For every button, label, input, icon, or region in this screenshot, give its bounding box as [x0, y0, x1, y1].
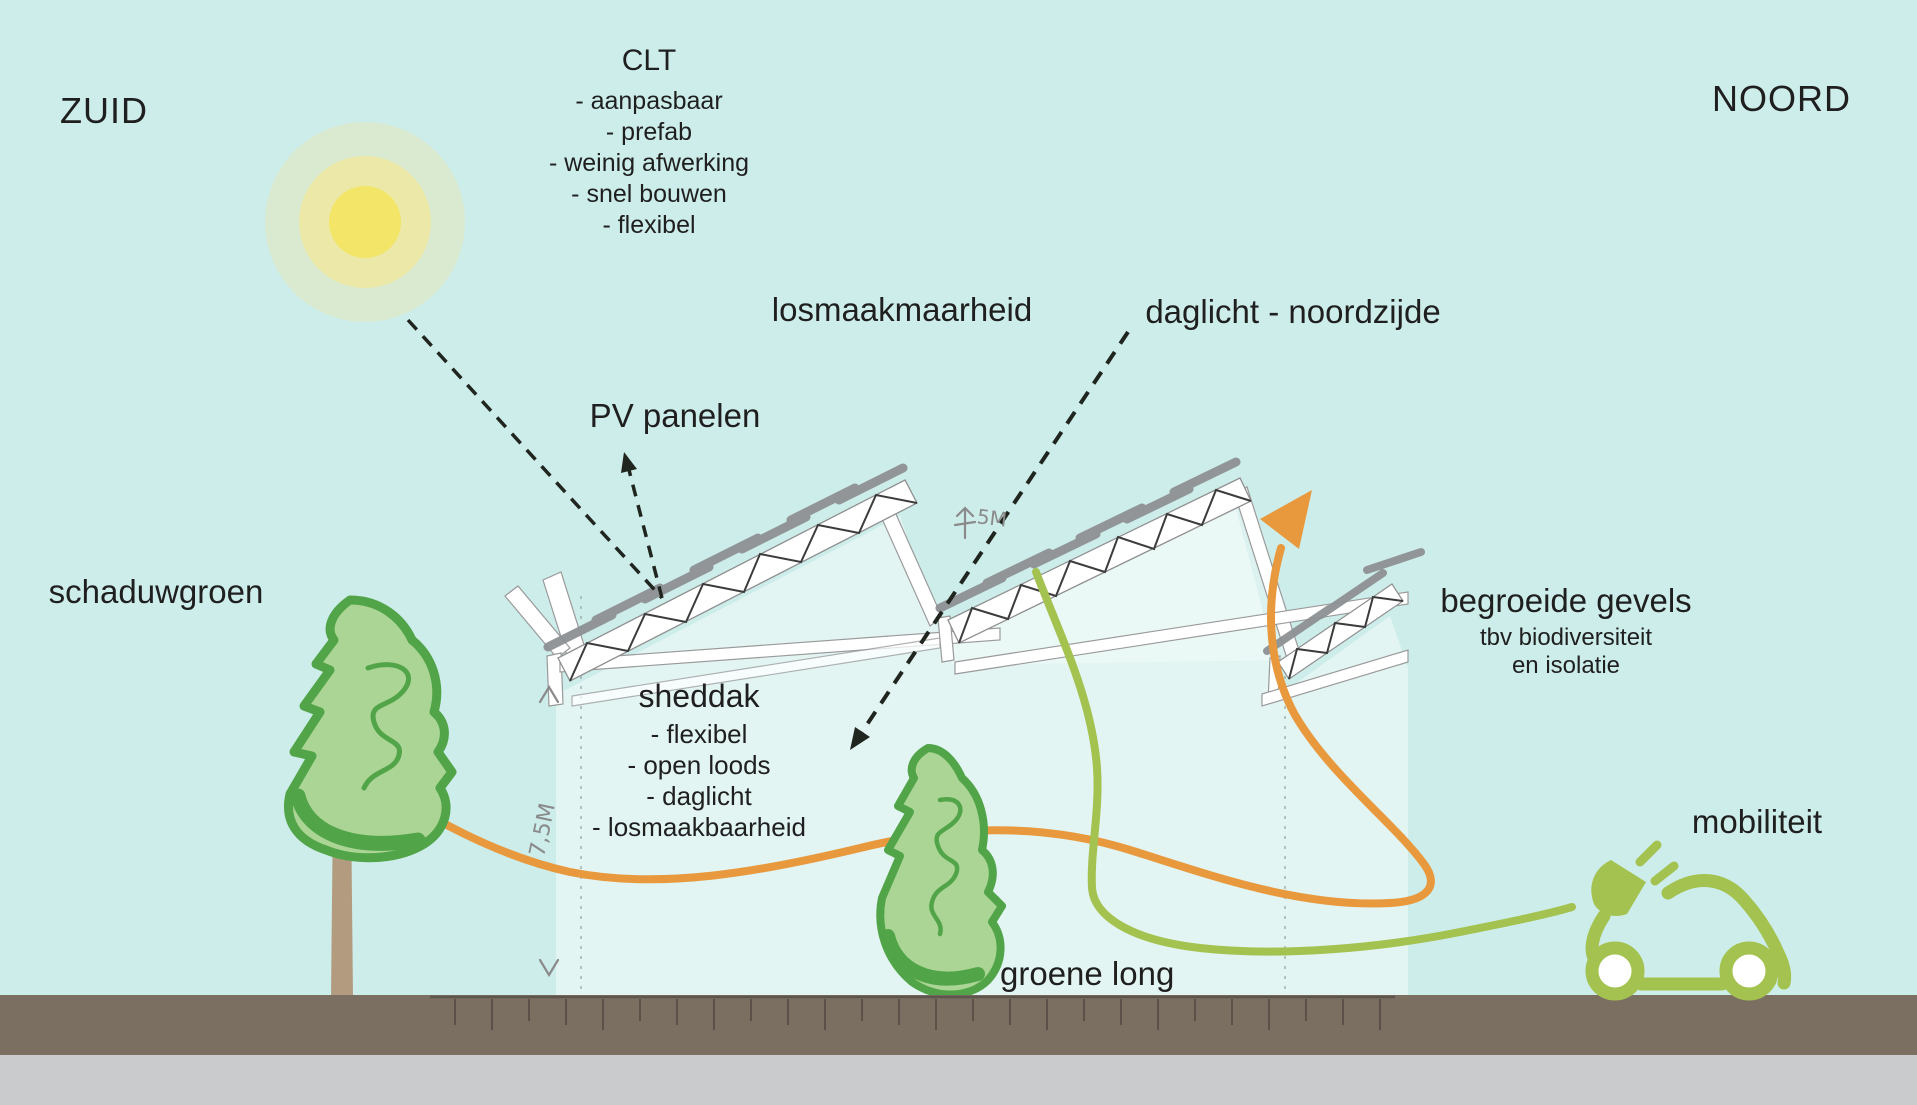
shed-roof-3 [1263, 548, 1425, 680]
list-item: - open loods [627, 750, 771, 780]
sun-ray-dashed-line [406, 318, 664, 600]
list-item: - flexibel [650, 719, 748, 749]
tree-canopy [284, 595, 457, 863]
height-figure-mark [953, 506, 977, 540]
dimension-marks [538, 506, 977, 978]
dimension-chevron-top [538, 684, 560, 704]
annotation-arrows [406, 318, 1130, 750]
shed-roof-1 [543, 463, 918, 682]
sheddak-title: sheddak [638, 678, 760, 714]
handwritten-roof-height: 5M [975, 504, 1009, 532]
list-item: - daglicht [646, 781, 752, 811]
label-groene-long: groene long [1000, 955, 1175, 992]
ground-hatching [454, 999, 1381, 1030]
electric-car-icon [1585, 840, 1792, 1001]
car-wheel [1719, 941, 1779, 1001]
daylight-arrow [850, 330, 1130, 750]
shade-tree [284, 595, 457, 997]
label-daglicht-noordzijde: daglicht - noordzijde [1145, 293, 1441, 330]
clt-block: CLT - aanpasbaar - prefab - weinig afwerki… [549, 44, 749, 241]
sheddak-block: sheddak - flexibel- open loods- daglicht… [592, 678, 806, 843]
list-item: - losmaakbaarheid [592, 812, 806, 842]
power-plug-icon [1591, 840, 1679, 916]
bush-canopy [876, 744, 1006, 999]
pv-panels-roof-3 [1263, 548, 1425, 655]
label-schaduwgroen: schaduwgroen [48, 573, 264, 610]
car-wheel [1585, 941, 1645, 1001]
clt-items: - aanpasbaar - prefab - weinig afwerking - … [549, 86, 749, 241]
compass-label-north: NOORD [1712, 78, 1851, 119]
pv-panels-roof-2 [935, 457, 1241, 613]
dimension-chevron-bottom [538, 958, 560, 978]
list-item: - weinig afwerking [548, 149, 750, 177]
list-item: en isolatie [1511, 652, 1621, 679]
energy-flow-arrow [328, 490, 1435, 908]
green-lung-bush [876, 744, 1006, 999]
list-item: - flexibel [602, 211, 696, 239]
list-item: - snel bouwen [571, 180, 727, 208]
ground [0, 995, 1917, 1105]
label-mobiliteit: mobiliteit [1691, 803, 1823, 840]
shed-roof-2 [935, 457, 1252, 644]
label-losmaakmaarheid: losmaakmaarheid [771, 291, 1033, 328]
begroeide-gevels-title: begroeide gevels [1440, 582, 1692, 619]
sheddak-items: - flexibel- open loods- daglicht- losmaa… [592, 719, 806, 843]
green-flow-line [1032, 568, 1576, 956]
clt-title: CLT [621, 44, 677, 77]
sun-icon [265, 122, 465, 322]
compass-label-south: ZUID [60, 90, 148, 131]
list-item: tbv biodiversiteit [1479, 624, 1653, 651]
sketch-guides [580, 596, 1286, 992]
pv-panels-roof-1 [543, 463, 908, 652]
list-item: - prefab [605, 118, 693, 146]
list-item: - aanpasbaar [575, 87, 723, 115]
label-pv-panelen: PV panelen [589, 397, 761, 434]
pv-pointer-arrow [621, 452, 664, 599]
